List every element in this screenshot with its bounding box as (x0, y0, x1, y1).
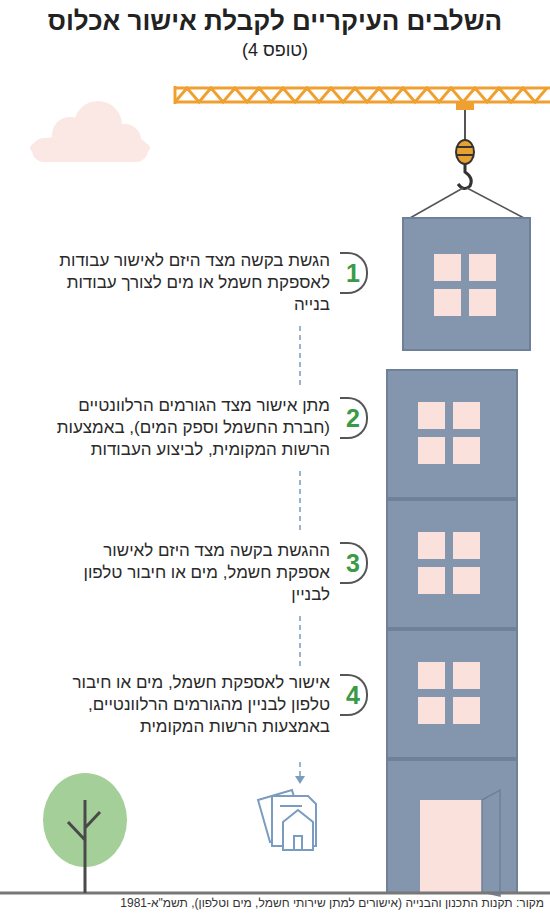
dashed-connector (299, 471, 301, 534)
step-text: מתן אישור מצד הגורמים הרלוונטיים (חברת ה… (52, 395, 330, 461)
document-icon (258, 790, 316, 850)
step-box: 1הגשת בקשה מצד היזם לאישור עבודות לאספקת… (40, 250, 370, 320)
step-number: 3 (340, 542, 368, 584)
ground-line (0, 892, 550, 895)
title: השלבים העיקריים לקבלת אישור אכלוס (10, 6, 540, 37)
dashed-connector (299, 616, 301, 666)
step-text: ההגשת בקשה מצד היזם לאישור אספקת חשמל, מ… (52, 540, 330, 606)
final-arrow (295, 762, 305, 784)
crane-hook (410, 102, 524, 218)
door (420, 790, 500, 896)
dashed-connector (299, 326, 301, 389)
tree (43, 773, 127, 893)
hanging-floor (403, 218, 530, 350)
subtitle: (טופס 4) (10, 40, 540, 61)
source-caption: מקור: תקנות התכנון והבנייה (אישורים למתן… (4, 896, 544, 910)
step-box: 3ההגשת בקשה מצד היזם לאישור אספקת חשמל, … (40, 540, 370, 610)
cloud (30, 101, 150, 162)
step-number: 4 (340, 674, 368, 716)
step-box: 2מתן אישור מצד הגורמים הרלוונטיים (חברת … (40, 395, 370, 465)
step-text: אישור לאספקת חשמל, מים או חיבור טלפון לב… (52, 672, 330, 738)
crane-jib (175, 86, 550, 104)
step-box: 4אישור לאספקת חשמל, מים או חיבור טלפון ל… (40, 672, 370, 742)
step-text: הגשת בקשה מצד היזם לאישור עבודות לאספקת … (52, 250, 330, 316)
step-number: 2 (340, 397, 368, 439)
step-number: 1 (340, 252, 368, 294)
